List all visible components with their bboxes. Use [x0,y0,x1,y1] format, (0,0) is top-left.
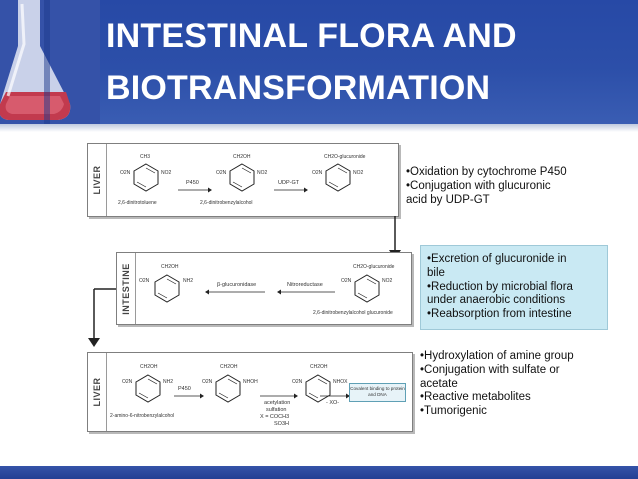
title-line-1: INTESTINAL FLORA AND [106,17,517,55]
liv2-compound-2-right: NHOH [243,379,258,385]
notes-liver-top: •Oxidation by cytochrome P450 •Conjugati… [406,166,567,207]
ring-glucuronide-top [325,163,351,192]
liv2-compound-1-top: CH2OH [140,364,158,370]
compound-1-right: NO2 [161,170,172,176]
note-excretion: •Excretion of glucuronide in [427,253,567,265]
int-compound-1-right: NH2 [183,278,194,284]
covalent-binding-box: Covalent binding to protein and DNA [349,383,406,402]
int-compound-2-name: 2,6-dinitrobenzylalcohol glucuronide [313,310,393,316]
connector-intestine-to-liver [88,288,116,347]
arrow-label-p450-bottom: P450 [178,386,191,392]
compound-3-left: O2N [312,170,323,176]
footer-bar [0,466,638,479]
note-conjugation-glucuronic: •Conjugation with glucuronic [406,179,551,192]
note-hydroxylation: •Hydroxylation of amine group [420,350,574,362]
arrow-label-p450-top: P450 [186,180,199,186]
arrow-p450-bottom [174,393,204,399]
note-anaerobic: under anaerobic conditions [427,294,566,307]
int-compound-2-top: CH2O-glucuronide [353,264,395,270]
note-reactive: •Reactive metabolites [420,391,531,404]
arrow-label-acetylation: acetylation [264,400,291,406]
title-band: INTESTINAL FLORA AND BIOTRANSFORMATION [0,0,638,124]
arrow-nitroreductase [277,289,335,295]
note-udpgt: acid by UDP-GT [406,193,490,206]
int-compound-2-left: O2N [341,278,352,284]
arrow-label-xo: - XO- [326,400,340,406]
arrow-udpgt [274,187,308,193]
arrow-glucuronidase [205,289,265,295]
title-line-2: BIOTRANSFORMATION [106,69,491,107]
compound-1-top: CH3 [140,154,151,160]
compound-3-top: CH2O-glucuronide [324,154,366,160]
note-oxidation: •Oxidation by cytochrome P450 [406,166,567,178]
arrow-label-sulfation: sulfation [266,407,287,413]
ring-aminonitrobenzylalcohol [135,374,161,403]
arrow-p450-top [178,187,212,193]
int-compound-2-right: NO2 [382,278,393,284]
liv2-compound-3-left: O2N [292,379,303,385]
notes-intestine-box: •Excretion of glucuronide in bile •Reduc… [420,245,608,330]
liv2-compound-3-top: CH2OH [310,364,328,370]
title-band-shadow [0,124,638,132]
compound-2-left: O2N [216,170,227,176]
liv2-compound-1-name: 2-amino-6-nitrobenzylalcohol [110,413,175,419]
intestine-panel: INTESTINE CH2OH O2N NH2 β-glucuronidase … [116,252,412,325]
note-bile: bile [427,266,445,279]
compound-2-top: CH2OH [233,154,251,160]
ring-dinitrotoluene [133,163,159,192]
arrow-xo [320,393,350,399]
liv2-compound-2-left: O2N [202,379,213,385]
liv2-compound-3-right: NHOX [333,379,348,385]
notes-liver-bottom: •Hydroxylation of amine group •Conjugati… [420,350,574,419]
ring-dinitrobenzylalcohol [229,163,255,192]
compound-2-name: 2,6-dinitrobenzylalcohol [200,200,253,206]
arrow-label-x-cococh3: X = COCH3 [260,414,290,420]
liv2-compound-2-top: CH2OH [220,364,238,370]
liv2-compound-1-right: NH2 [163,379,174,385]
compound-1-name: 2,6-dinitrotoluene [118,200,157,206]
note-reabsorption: •Reabsorption from intestine [427,308,572,321]
panel-label-liver-bottom: LIVER [88,353,107,431]
compound-3-right: NO2 [353,170,364,176]
ring-aminobenzylalcohol [154,274,180,303]
panel-label-liver-top: LIVER [88,144,107,216]
note-tumorigenic: •Tumorigenic [420,405,487,418]
compound-2-right: NO2 [257,170,268,176]
int-compound-1-top: CH2OH [161,264,179,270]
page-title: INTESTINAL FLORA AND BIOTRANSFORMATION [106,10,626,114]
arrow-label-glucuronidase: β-glucuronidase [217,282,257,288]
notes-intestine: •Excretion of glucuronide in bile •Reduc… [427,253,602,322]
liv2-compound-1-left: O2N [122,379,133,385]
arrow-label-nitroreductase: Nitroreductase [287,282,323,288]
panel-label-intestine: INTESTINE [117,253,136,324]
ring-glucuronide-intestine [354,274,380,303]
note-acetate: acetate [420,377,458,390]
ring-nhox [305,374,331,403]
compound-1-left: O2N [120,170,131,176]
arrow-label-so3h: SO3H [274,421,289,427]
liver-panel-top: LIVER CH3 O2N NO2 2,6-dinitrotoluene P45… [87,143,399,217]
note-conjugation-sulfate: •Conjugation with sulfate or [420,363,560,376]
int-compound-1-left: O2N [139,278,150,284]
flask-icon [0,0,100,124]
note-reduction: •Reduction by microbial flora [427,280,573,293]
ring-hydroxylamine [215,374,241,403]
arrow-conjugation [260,393,298,399]
arrow-label-udpgt: UDP-GT [278,180,300,186]
